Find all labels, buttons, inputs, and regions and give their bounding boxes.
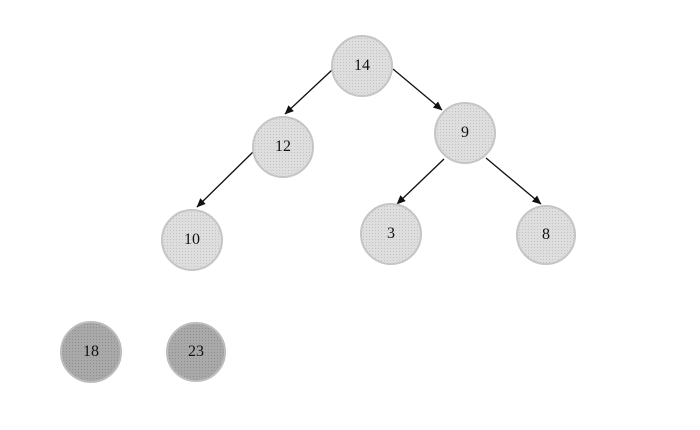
tree-node-8: 8 bbox=[516, 205, 576, 265]
tree-node-9: 9 bbox=[434, 102, 496, 164]
tree-node-23: 23 bbox=[166, 322, 226, 382]
tree-node-18: 18 bbox=[60, 321, 122, 383]
tree-node-10: 10 bbox=[161, 209, 223, 271]
tree-node-12: 12 bbox=[252, 116, 314, 178]
edge-arrow-node-12-to-node-10 bbox=[196, 151, 254, 208]
node-9-label: 9 bbox=[461, 124, 469, 141]
node-10-label: 10 bbox=[184, 231, 200, 248]
node-12-label: 12 bbox=[275, 138, 291, 155]
node-14-label: 14 bbox=[354, 57, 370, 74]
node-8-label: 8 bbox=[542, 226, 550, 243]
edge-arrow-node-14-to-node-12 bbox=[284, 69, 333, 115]
edge-arrow-node-14-to-node-9 bbox=[392, 68, 443, 111]
node-23-label: 23 bbox=[188, 343, 204, 360]
node-3-label: 3 bbox=[387, 225, 395, 242]
tree-node-3: 3 bbox=[360, 203, 422, 265]
edge-arrow-node-9-to-node-8 bbox=[485, 157, 542, 205]
edge-arrow-node-9-to-node-3 bbox=[396, 158, 445, 205]
tree-node-14: 14 bbox=[331, 35, 393, 97]
node-18-label: 18 bbox=[83, 343, 99, 360]
